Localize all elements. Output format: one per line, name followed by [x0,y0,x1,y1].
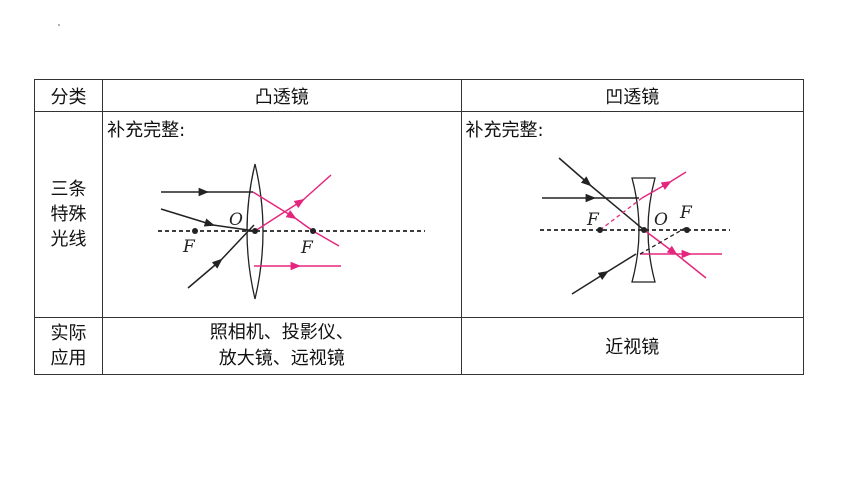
label-focus-left: F [182,237,196,257]
application-row: 实际 应用 照相机、投影仪、 放大镜、远视镜 近视镜 [33,317,805,375]
stray-dot [58,24,60,26]
concave-lens-shape [630,177,656,283]
ray-focal-incident [571,270,609,295]
ray-center-continued [254,198,305,232]
virtual-extension-forward [639,226,687,255]
label-focus-right: F [300,238,314,258]
convex-rays-cell: 补充完整: [102,111,462,318]
label-focus-right: F [679,203,693,223]
focus-point-left [192,228,199,234]
header-convex-lens: 凸透镜 [102,79,462,112]
ray-center-incident [558,157,592,187]
ray-focal-incident [187,258,223,289]
convex-prompt: 补充完整: [107,120,186,141]
header-concave-lens: 凹透镜 [460,79,805,112]
ray-parallel-refracted [641,180,672,199]
focus-point-left [596,227,603,233]
concave-lens-diagram: F O F [539,157,730,295]
optical-center-point [252,228,259,234]
ray-parallel-refracted [252,191,297,220]
label-focus-left: F [586,210,600,230]
special-rays-label: 三条 特殊 光线 [33,111,104,318]
virtual-extension-back [599,197,642,231]
label-center: O [654,210,668,230]
lens-comparison-table: 分类 凸透镜 凹透镜 三条 特殊 光线 补充完整: [33,79,805,375]
optical-center-point [640,227,647,233]
header-category: 分类 [33,79,104,112]
focus-point-right [683,227,690,233]
concave-rays-cell: 补充完整: [460,111,805,318]
focus-point-right [310,228,317,234]
concave-applications: 近视镜 [460,317,805,375]
convex-lens-shape [246,163,264,300]
application-label: 实际 应用 [33,317,104,375]
convex-applications: 照相机、投影仪、 放大镜、远视镜 [102,317,462,375]
header-row: 分类 凸透镜 凹透镜 [33,79,805,112]
convex-lens-diagram: F O F [158,163,426,300]
concave-prompt: 补充完整: [465,120,544,141]
ray-center-incident [160,208,216,227]
special-rays-row: 三条 特殊 光线 补充完整: [33,111,805,318]
label-center: O [229,210,243,230]
